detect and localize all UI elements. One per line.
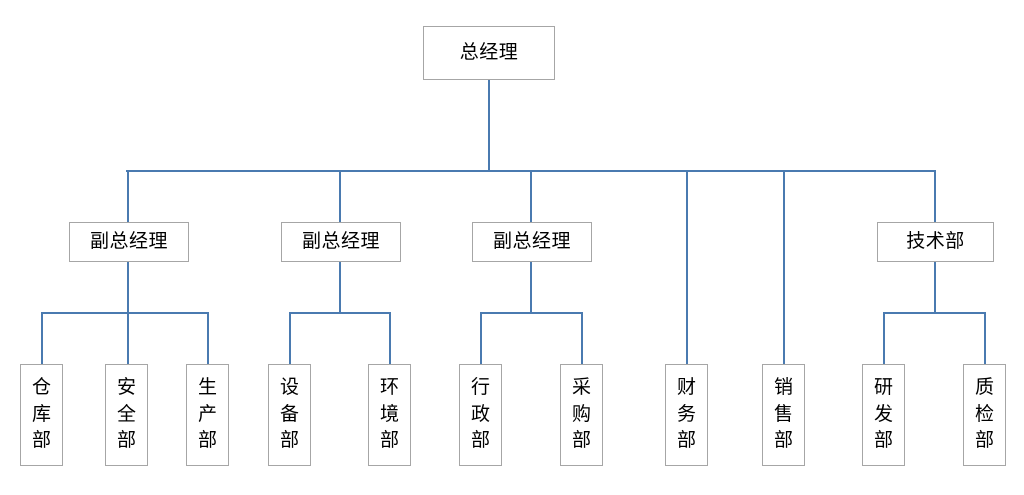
node-label-environment-department: 环境部 <box>380 376 400 452</box>
connector-dgm3-to-administration <box>480 312 482 364</box>
connector-bus-to-dgm1 <box>127 170 129 222</box>
connector-dgm3-bus <box>480 312 583 314</box>
node-deputy-general-manager-1[interactable]: 副总经理 <box>69 222 189 262</box>
node-label-procurement-department: 采购部 <box>572 376 592 452</box>
node-label-finance-department: 财务部 <box>677 376 697 452</box>
node-label-warehouse-department: 仓库部 <box>32 376 52 452</box>
node-label-quality-inspection-department: 质检部 <box>975 376 995 452</box>
connector-dgm1-to-warehouse <box>41 312 43 364</box>
connector-tech-to-rnd <box>883 312 885 364</box>
connector-dgm1-to-safety <box>127 312 129 364</box>
node-label-administration-department: 行政部 <box>471 376 491 452</box>
node-production-department[interactable]: 生产部 <box>186 364 229 466</box>
connector-bus-to-finance <box>686 170 688 364</box>
connector-bus-to-sales <box>783 170 785 364</box>
connector-dgm3-to-procurement <box>581 312 583 364</box>
connector-dgm1-to-production <box>207 312 209 364</box>
node-equipment-department[interactable]: 设备部 <box>268 364 311 466</box>
node-label-production-department: 生产部 <box>198 376 218 452</box>
node-label-deputy-general-manager-3: 副总经理 <box>492 231 571 253</box>
node-administration-department[interactable]: 行政部 <box>459 364 502 466</box>
connector-dgm2-bus <box>289 312 391 314</box>
node-label-rnd-department: 研发部 <box>874 376 894 452</box>
node-rnd-department[interactable]: 研发部 <box>862 364 905 466</box>
node-label-technology-department: 技术部 <box>906 231 965 253</box>
node-deputy-general-manager-2[interactable]: 副总经理 <box>281 222 401 262</box>
node-label-general-manager: 总经理 <box>459 42 519 64</box>
connector-tech-bus <box>883 312 986 314</box>
connector-dgm1-stem <box>127 262 129 314</box>
node-deputy-general-manager-3[interactable]: 副总经理 <box>472 222 592 262</box>
node-label-deputy-general-manager-2: 副总经理 <box>301 231 380 253</box>
connector-bus-to-tech <box>934 170 936 222</box>
connector-tech-to-quality <box>984 312 986 364</box>
node-safety-department[interactable]: 安全部 <box>105 364 148 466</box>
node-label-equipment-department: 设备部 <box>280 376 300 452</box>
node-general-manager[interactable]: 总经理 <box>423 26 555 80</box>
node-finance-department[interactable]: 财务部 <box>665 364 708 466</box>
node-technology-department[interactable]: 技术部 <box>877 222 994 262</box>
node-quality-inspection-department[interactable]: 质检部 <box>963 364 1006 466</box>
node-procurement-department[interactable]: 采购部 <box>560 364 603 466</box>
connector-dgm1-bus <box>41 312 209 314</box>
node-warehouse-department[interactable]: 仓库部 <box>20 364 63 466</box>
node-label-sales-department: 销售部 <box>774 376 794 452</box>
connector-trunk-gm <box>488 80 490 172</box>
connector-bus-to-dgm3 <box>530 170 532 222</box>
connector-bus-to-dgm2 <box>339 170 341 222</box>
connector-dgm2-stem <box>339 262 341 314</box>
node-environment-department[interactable]: 环境部 <box>368 364 411 466</box>
node-label-safety-department: 安全部 <box>117 376 137 452</box>
connector-dgm2-to-equipment <box>289 312 291 364</box>
node-label-deputy-general-manager-1: 副总经理 <box>89 231 168 253</box>
connector-dgm3-stem <box>530 262 532 314</box>
connector-tech-stem <box>934 262 936 314</box>
node-sales-department[interactable]: 销售部 <box>762 364 805 466</box>
connector-dgm2-to-environment <box>389 312 391 364</box>
